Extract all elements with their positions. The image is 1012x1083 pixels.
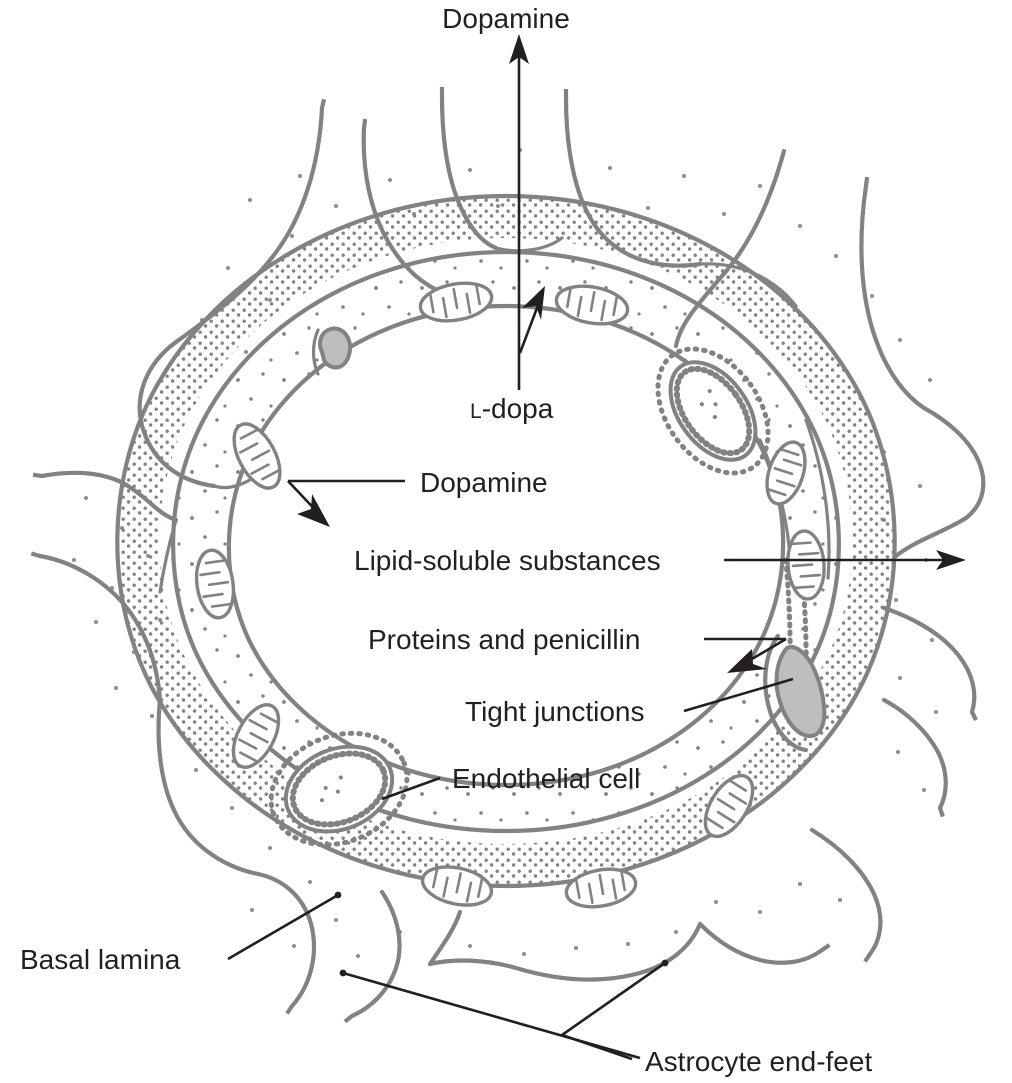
dopamine-blocked-arrow [287, 479, 405, 527]
endothelial-nuclei-group [268, 346, 771, 848]
astrocyte-end-feet-leader-right [561, 959, 669, 1061]
label-proteins-penicillin: Proteins and penicillin [368, 624, 640, 655]
labels-group: Dopamine L-dopa Dopamine Lipid-soluble s… [20, 3, 872, 1077]
endothelial-nucleus-lower-left [268, 730, 410, 848]
tight-junction-upper-left [311, 326, 353, 376]
mitochondrion [703, 773, 755, 839]
label-dopamine-inner: Dopamine [420, 467, 548, 498]
basal-lamina-outer-edge [115, 193, 897, 889]
mitochondrion [765, 440, 807, 506]
endothelial-cell-leader [381, 776, 441, 801]
tight-junctions-leader [683, 677, 794, 713]
mitochondrion [420, 865, 494, 907]
label-l-dopa-prefix: L [470, 400, 482, 423]
label-l-dopa-rest: -dopa [482, 393, 554, 424]
astrocyte-process-bottom-right [809, 827, 883, 968]
tight-junction-right [763, 633, 827, 753]
mitochondrion [232, 422, 282, 490]
astrocyte-end-feet-leader-left [339, 969, 641, 1060]
lipid-soluble-pass-arrow [724, 550, 966, 570]
mitochondrion [231, 703, 281, 769]
basal-lamina-leader [227, 891, 342, 961]
label-astrocyte-end-feet: Astrocyte end-feet [645, 1046, 872, 1077]
label-dopamine-out: Dopamine [442, 3, 570, 34]
mitochondrion [554, 284, 630, 326]
label-tight-junctions: Tight junctions [465, 696, 645, 727]
label-endothelial-cell: Endothelial cell [452, 763, 640, 794]
astrocyte-process-right [881, 405, 986, 821]
mitochondria-group [194, 281, 826, 909]
mitochondrion [418, 281, 494, 323]
astrocyte-process-bottom-center [340, 889, 836, 1026]
annotation-arrows-group [227, 34, 966, 1061]
dopamine-out-arrow [509, 34, 529, 390]
label-basal-lamina: Basal lamina [20, 944, 181, 975]
astrocyte-process-bottom-left [156, 697, 317, 1020]
proteins-penicillin-blocked-arrow [704, 637, 787, 673]
l-dopa-transport-arrow [518, 286, 545, 354]
mitochondrion [786, 529, 826, 601]
label-l-dopa: L-dopa [470, 393, 554, 424]
label-lipid-soluble: Lipid-soluble substances [354, 545, 661, 576]
mitochondrion [564, 867, 638, 909]
